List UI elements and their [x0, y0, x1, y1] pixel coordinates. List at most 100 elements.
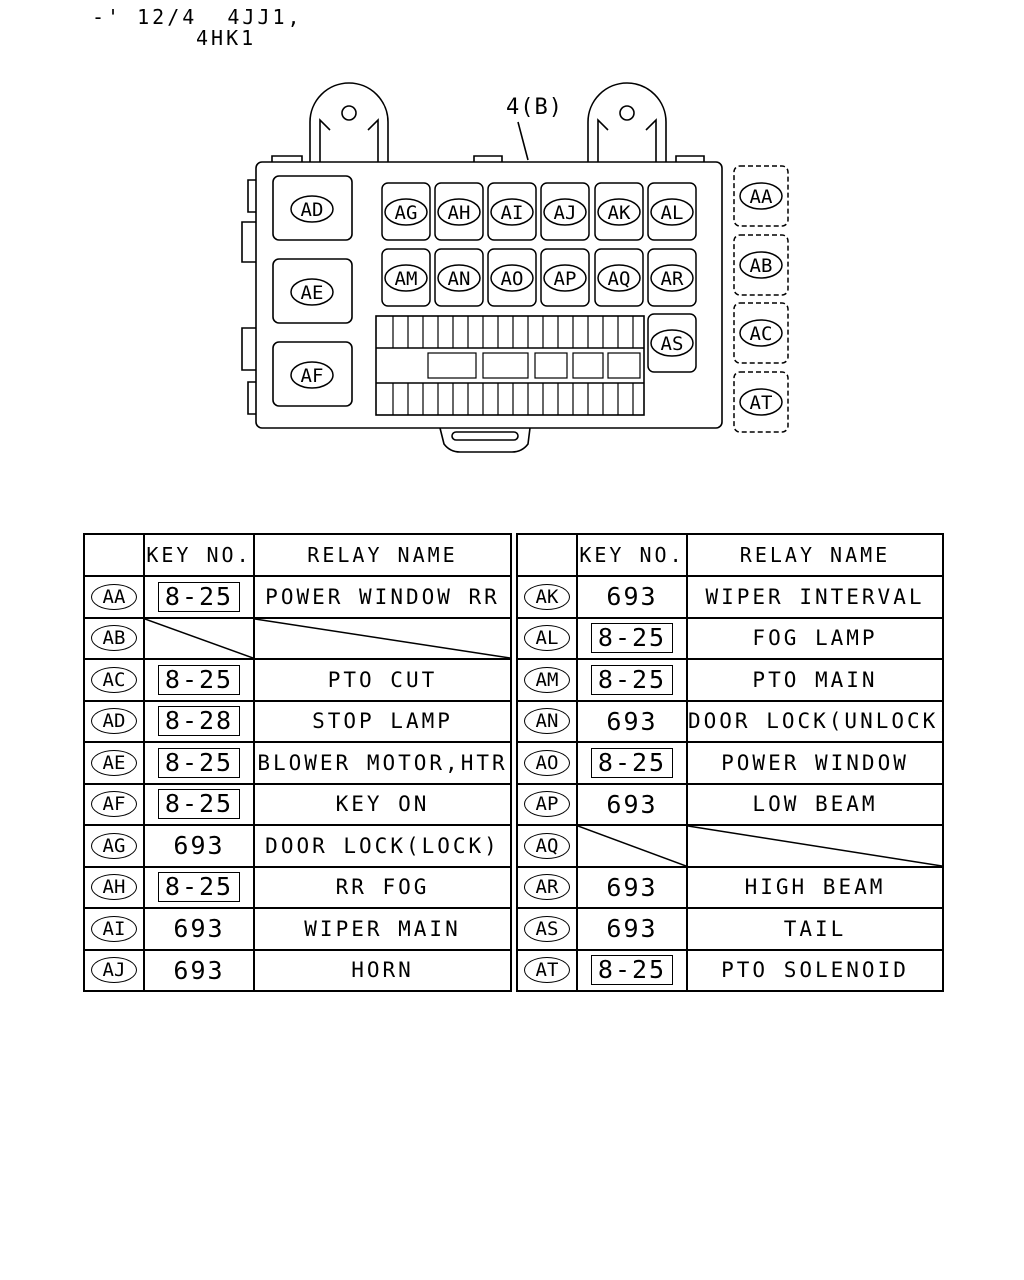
slot-label-ak-outline — [597, 198, 641, 226]
relay-name: BLOWER MOTOR,HTR — [257, 750, 508, 775]
header-relay-name: RELAY NAME — [253, 533, 512, 577]
relay-code-cell: AH — [83, 865, 145, 909]
relay-name: POWER WINDOW RR — [265, 584, 500, 609]
relay-name: PTO SOLENOID — [721, 958, 909, 983]
slot-label-af-outline — [290, 361, 334, 389]
relay-code: AB — [91, 625, 137, 652]
relay-name: FOG LAMP — [752, 626, 878, 651]
key-no-cell: 8-25 — [576, 741, 688, 785]
relay-name: PTO MAIN — [752, 667, 878, 692]
slot-label-ak: AK — [608, 202, 631, 224]
side-slot-aa — [733, 165, 789, 227]
relay-name-cell: LOW BEAM — [686, 782, 944, 826]
slot-aj — [540, 182, 590, 241]
slot-label-aq: AQ — [608, 268, 631, 290]
key-no: 693 — [606, 914, 658, 944]
slot-label-ao-outline — [490, 264, 534, 292]
key-no-cell: 8-25 — [576, 658, 688, 702]
mounting-ear-right — [587, 82, 667, 162]
relay-code-cell: AJ — [83, 948, 145, 992]
slot-label-ae: AE — [301, 282, 324, 304]
slot-ap — [540, 248, 590, 307]
key-no: 8-25 — [590, 955, 674, 986]
relay-name: HIGH BEAM — [744, 875, 886, 900]
slot-label-aj: AJ — [554, 202, 577, 224]
relay-name-cell: PTO MAIN — [686, 658, 944, 702]
side-slot-at — [733, 371, 789, 433]
relay-name-cell: PTO CUT — [253, 658, 512, 702]
slot-as — [647, 313, 697, 373]
relay-code: AE — [91, 749, 137, 776]
side-slot-ab — [733, 234, 789, 296]
relay-code: AP — [524, 791, 570, 818]
relay-code-cell: AS — [516, 907, 578, 951]
slot-label-am: AM — [395, 268, 418, 290]
relay-code: AM — [524, 666, 570, 693]
table-row: AS 693 TAIL — [516, 907, 944, 951]
relay-code: AS — [524, 915, 570, 942]
relay-name: TAIL — [783, 916, 847, 941]
key-no: 8-25 — [157, 789, 241, 820]
key-no-cell: 8-25 — [143, 782, 255, 826]
key-no: 693 — [173, 955, 225, 985]
slot-al — [647, 182, 697, 241]
slot-ao — [487, 248, 537, 307]
relay-name-cell — [686, 824, 944, 868]
slot-label-ai: AI — [501, 202, 524, 224]
side-slot-ac — [733, 302, 789, 364]
relay-code: AH — [91, 874, 137, 901]
relay-name-cell: FOG LAMP — [686, 616, 944, 660]
header-line-2: 4HK1 — [196, 26, 257, 50]
slot-an — [434, 248, 484, 307]
key-no-cell — [143, 616, 255, 660]
relay-code-cell: AO — [516, 741, 578, 785]
key-no: 693 — [606, 789, 658, 819]
relay-box-body — [255, 161, 723, 429]
key-no: 693 — [606, 872, 658, 902]
slot-label-am-outline — [384, 264, 428, 292]
mounting-ear-left — [309, 82, 389, 162]
slot-label-aq-outline — [597, 264, 641, 292]
key-no: 8-25 — [157, 872, 241, 903]
relay-name-cell: WIPER MAIN — [253, 907, 512, 951]
slot-am — [381, 248, 431, 307]
key-no: 8-28 — [157, 706, 241, 737]
relay-code: AN — [524, 708, 570, 735]
key-no-cell: 693 — [143, 824, 255, 868]
relay-code-cell: AI — [83, 907, 145, 951]
relay-name: LOW BEAM — [752, 792, 878, 817]
relay-code: AF — [91, 791, 137, 818]
relay-name-cell: WIPER INTERVAL — [686, 575, 944, 619]
relay-name-cell: DOOR LOCK(LOCK) — [253, 824, 512, 868]
relay-code-cell: AE — [83, 741, 145, 785]
relay-code-cell: AB — [83, 616, 145, 660]
relay-name: DOOR LOCK(UNLOCK) — [688, 709, 943, 734]
key-no-cell: 8-28 — [143, 699, 255, 743]
key-no: 8-25 — [157, 747, 241, 778]
relay-code: AD — [91, 708, 137, 735]
slot-label-ad: AD — [301, 199, 324, 221]
relay-code: AC — [91, 666, 137, 693]
key-no: 8-25 — [590, 664, 674, 695]
slot-label-an: AN — [448, 268, 471, 290]
table-header-row: KEY NO.RELAY NAME — [83, 533, 512, 577]
slot-label-an-outline — [437, 264, 481, 292]
relay-code-cell: AA — [83, 575, 145, 619]
relay-code-cell: AG — [83, 824, 145, 868]
slot-aq — [594, 248, 644, 307]
slot-label-as: AS — [661, 333, 684, 355]
relay-code-cell: AR — [516, 865, 578, 909]
key-no: 8-25 — [157, 664, 241, 695]
relay-code-cell: AD — [83, 699, 145, 743]
slot-label-ao: AO — [501, 268, 524, 290]
slot-ar — [647, 248, 697, 307]
relay-name-cell: POWER WINDOW RR — [253, 575, 512, 619]
slot-label-ab-outline — [739, 251, 783, 279]
slot-label-ab: AB — [750, 255, 773, 277]
slot-label-ag-outline — [384, 198, 428, 226]
